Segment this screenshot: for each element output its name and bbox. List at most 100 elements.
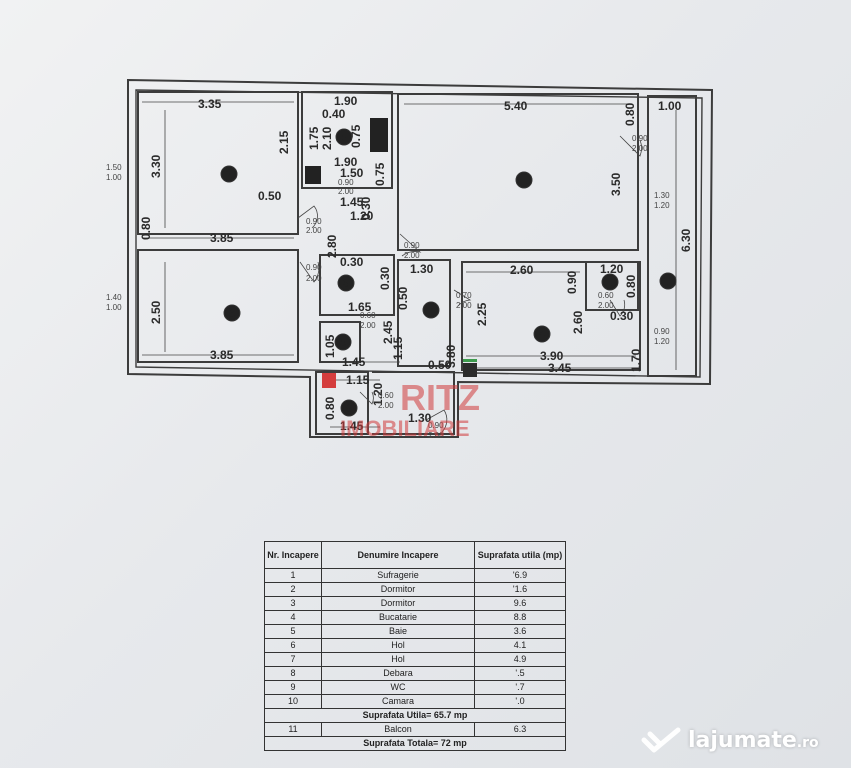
room-3-outline <box>137 249 299 363</box>
door-arc <box>399 233 422 257</box>
room-number: 4 <box>539 327 546 341</box>
room-marker <box>223 304 241 322</box>
window-label: 1.30 <box>654 191 670 200</box>
door-label: 2.00 <box>378 401 394 410</box>
dim-label: 0.80 <box>624 274 638 298</box>
kitchen-fixture <box>463 363 477 377</box>
dim-label: 1.20 <box>600 262 624 276</box>
brand-watermark: lajumate.ro <box>640 722 819 758</box>
dim-label: 1.45 <box>340 419 364 433</box>
dim-label: 0.30 <box>610 309 634 323</box>
dim-label: 0.30 <box>378 266 392 290</box>
room-number: 10 <box>603 275 617 289</box>
dim-label: 0.80 <box>323 396 337 420</box>
bath-fixture-small <box>305 166 321 184</box>
bath-fixture <box>370 118 388 152</box>
inner-wall-outline <box>135 89 703 378</box>
door-label: 0.90 <box>338 178 354 187</box>
brand-name: lajumate.ro <box>688 727 819 753</box>
dim-label: 1.45 <box>342 355 366 369</box>
door-arc <box>619 135 642 157</box>
room-number: 1 <box>521 173 528 187</box>
dim-label: 3.85 <box>210 348 234 362</box>
area-table: Nr. Incapere Denumire Incapere Suprafata… <box>264 541 566 751</box>
door-label: 0.90 <box>404 241 420 250</box>
total-row: Suprafata Totala= 72 mp <box>264 736 566 751</box>
heart-hands-icon <box>641 727 681 753</box>
room-marker <box>334 333 352 351</box>
floor-plan: 3.35 3.30 2.15 0.50 3.85 0.80 2.50 3.85 … <box>106 78 714 441</box>
door-label: 0.60 <box>598 291 614 300</box>
dim-label: 0.80 <box>623 102 637 126</box>
door-label: 2.00 <box>404 251 420 260</box>
door-label: 0.90 <box>632 134 648 143</box>
dim-label: 1.30 <box>410 262 434 276</box>
dim-label: 0.90 <box>565 270 579 294</box>
door-label: 2.00 <box>456 301 472 310</box>
door-arc <box>609 299 626 317</box>
dim-label: 0.75 <box>349 124 363 148</box>
door-label: 2.00 <box>338 187 354 196</box>
hall-lower-wall <box>372 371 455 435</box>
dim-label: 1.15 <box>391 336 405 360</box>
room-11-outline <box>647 95 697 377</box>
col-header: Denumire Incapere <box>321 541 475 569</box>
dim-label: 2.45 <box>381 320 395 344</box>
dim-label: 3.45 <box>548 361 572 375</box>
dim-label: 1.70 <box>629 348 643 372</box>
window-label: 1.00 <box>106 173 122 182</box>
door-label: 0.60 <box>378 391 394 400</box>
dim-label: 1.20 <box>350 209 374 223</box>
window-label: 1.00 <box>106 303 122 312</box>
dim-label: 1.05 <box>323 334 337 358</box>
col-header: Suprafata utila (mp) <box>474 541 566 569</box>
dim-label: 0.75 <box>373 162 387 186</box>
room-number: 7 <box>428 303 435 317</box>
door-arc <box>359 391 374 405</box>
dim-label: 3.50 <box>609 172 623 196</box>
room-9-outline <box>315 371 369 435</box>
total-area: Suprafata Totala= 72 mp <box>264 736 566 751</box>
door-label: 0.60 <box>360 311 376 320</box>
door-label: 0.70 <box>456 291 472 300</box>
dim-label: 2.25 <box>475 302 489 326</box>
room-marker <box>515 171 533 189</box>
dim-label: 0.40 <box>322 107 346 121</box>
room-4-outline <box>461 261 641 371</box>
wc-fixture <box>322 373 336 388</box>
room-1-outline <box>397 93 639 251</box>
kitchen-fixture-green <box>463 359 477 362</box>
room-number: 5 <box>341 130 348 144</box>
room-marker <box>601 273 619 291</box>
dim-label: 2.10 <box>320 126 334 150</box>
outer-wall <box>127 78 714 438</box>
dim-label: 0.30 <box>359 196 373 220</box>
room-number: 8 <box>340 335 347 349</box>
door-arc <box>425 409 448 433</box>
door-label: 2.00 <box>360 321 376 330</box>
dim-label: 1.90 <box>334 155 358 169</box>
dim-label: 2.80 <box>325 234 339 258</box>
dim-label: 3.85 <box>210 231 234 245</box>
dim-label: 1.00 <box>658 99 682 113</box>
dim-label: 0.50 <box>258 189 282 203</box>
dim-label: 0.30 <box>340 255 364 269</box>
door-arc <box>297 205 318 229</box>
dim-label: 0.80 <box>139 216 153 240</box>
room-marker <box>337 274 355 292</box>
dim-label: 3.80 <box>444 344 458 368</box>
table-header-row: Nr. Incapere Denumire Incapere Suprafata… <box>264 541 566 569</box>
dim-label: 2.60 <box>510 263 534 277</box>
window-label: 1.40 <box>106 293 122 302</box>
room-marker <box>533 325 551 343</box>
room-2-outline <box>137 91 299 235</box>
door-label: 0.90 <box>428 421 444 430</box>
door-label: 2.00 <box>306 274 322 283</box>
